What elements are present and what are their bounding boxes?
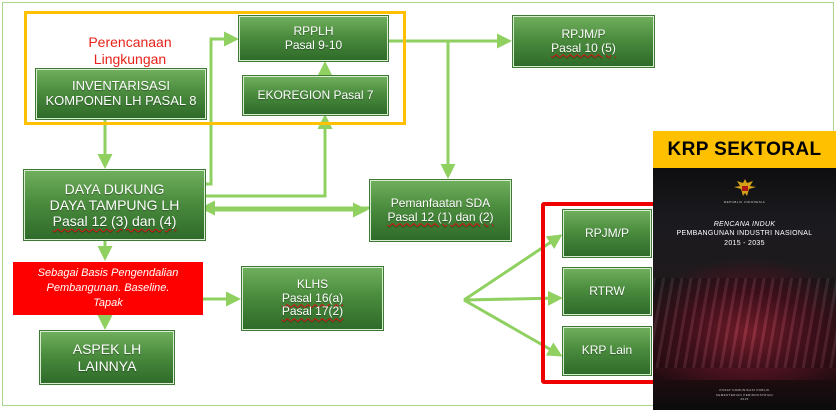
node-rtrw[interactable]: RTRW xyxy=(562,267,652,316)
perencanaan-lingkungan-group xyxy=(24,11,406,125)
node-inventarisasi[interactable]: INVENTARISASI KOMPONEN LH PASAL 8 xyxy=(35,68,207,120)
node-krp-lain[interactable]: KRP Lain xyxy=(562,326,652,376)
baseline-note: Sebagai Basis Pengendalian Pembangunan. … xyxy=(13,262,203,315)
emblem-caption: REPUBLIK INDONESIA xyxy=(723,200,766,204)
turbine-blades xyxy=(653,278,836,368)
book-title: RENCANA INDUK PEMBANGUNAN INDUSTRI NASIO… xyxy=(676,221,813,247)
node-ekoregion[interactable]: EKOREGION Pasal 7 xyxy=(242,75,389,116)
node-rpjmp-top[interactable]: RPJM/P Pasal 10 (5) xyxy=(512,15,655,68)
node-pemanfaatan-sda[interactable]: Pemanfaatan SDA Pasal 12 (1) dan (2) xyxy=(369,179,512,242)
node-rpplh[interactable]: RPPLH Pasal 9-10 xyxy=(238,15,389,62)
arrow-daya-to-rpplh xyxy=(205,31,239,186)
arrow-daya-to-ekoregion xyxy=(205,114,333,198)
node-klhs[interactable]: KLHS Pasal 16(a) Pasal 17(2) xyxy=(241,266,384,331)
node-rpjmp-right[interactable]: RPJM/P xyxy=(562,209,652,258)
garuda-emblem-icon xyxy=(734,179,756,196)
node-aspek-lh[interactable]: ASPEK LH LAINNYA xyxy=(39,330,175,385)
node-daya-dukung[interactable]: DAYA DUKUNG DAYA TAMPUNG LH Pasal 12 (3)… xyxy=(23,169,206,241)
krp-sektoral-banner: KRP SEKTORAL xyxy=(653,131,836,168)
perencanaan-lingkungan-label: Perencanaan Lingkungan xyxy=(88,34,172,67)
turbine-glow xyxy=(653,260,836,380)
book-cover-image: REPUBLIK INDONESIA RENCANA INDUK PEMBANG… xyxy=(653,168,836,410)
book-footer: PUSAT KOMUNIKASI PUBLIK KEMENTERIAN PERI… xyxy=(715,388,773,401)
